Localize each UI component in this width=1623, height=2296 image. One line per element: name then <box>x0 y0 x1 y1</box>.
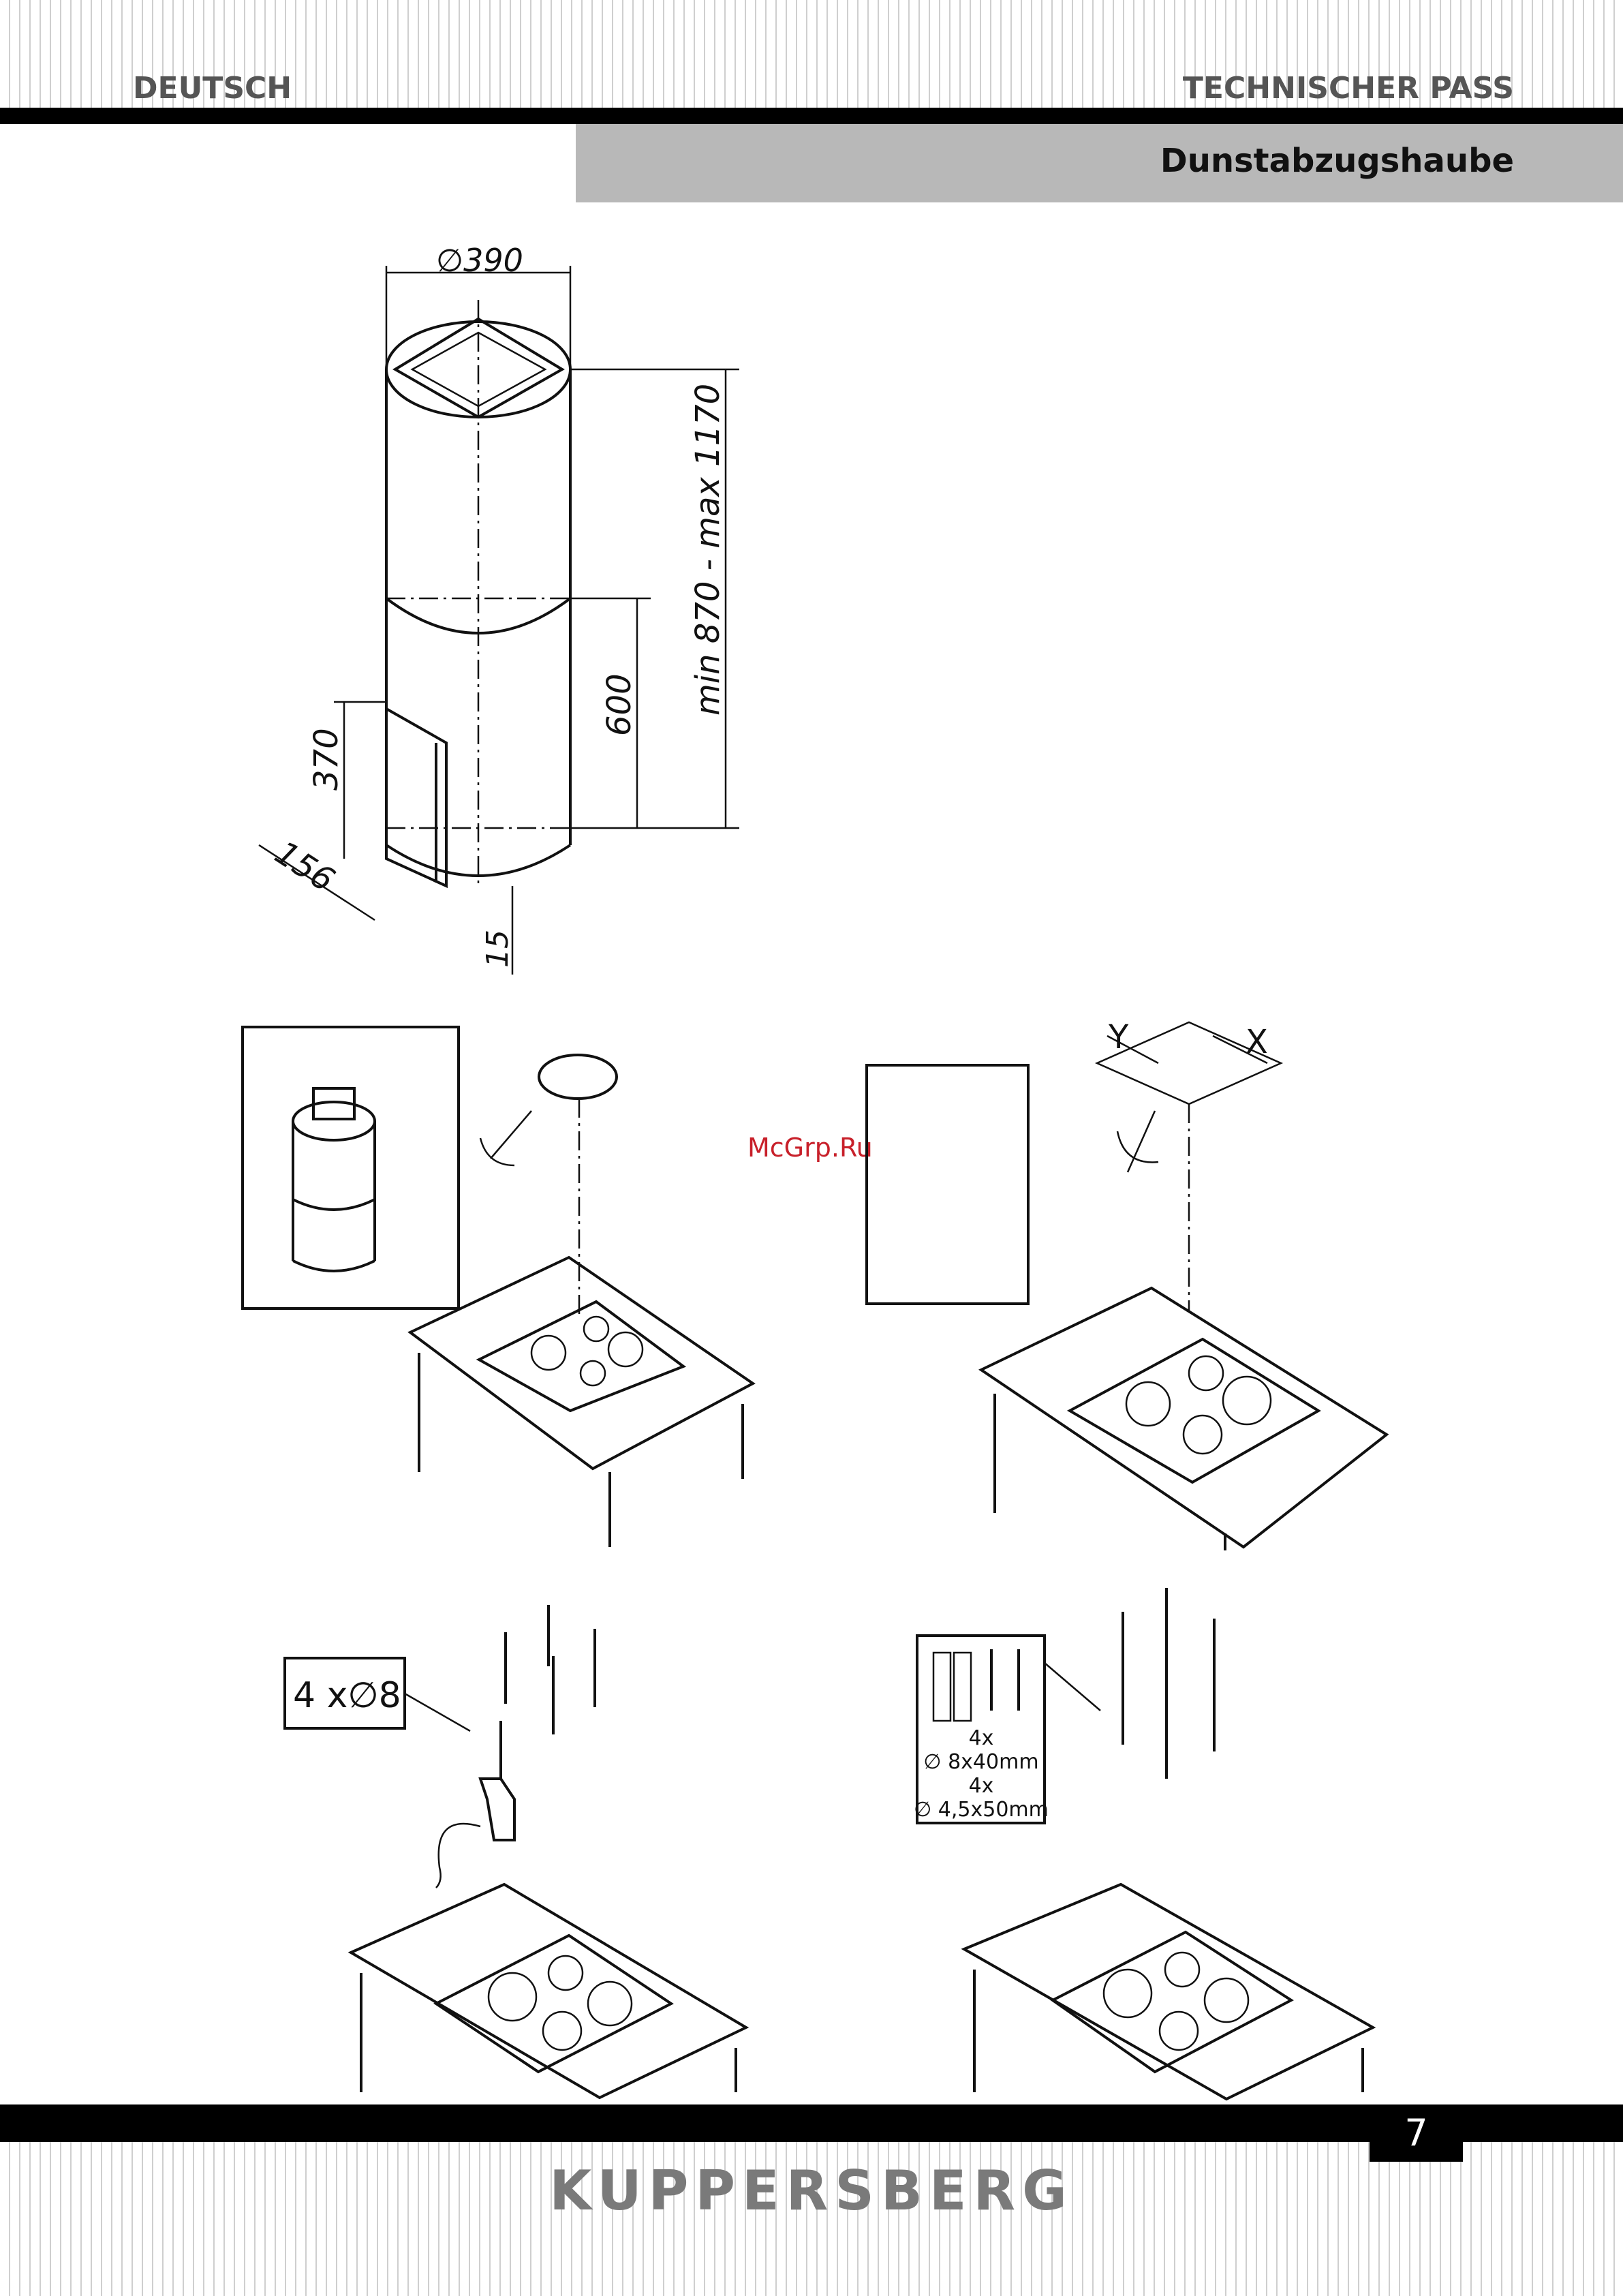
page-number: 7 <box>1370 2104 1463 2162</box>
brand-logo: KUPPERSBERG <box>0 2159 1623 2222</box>
